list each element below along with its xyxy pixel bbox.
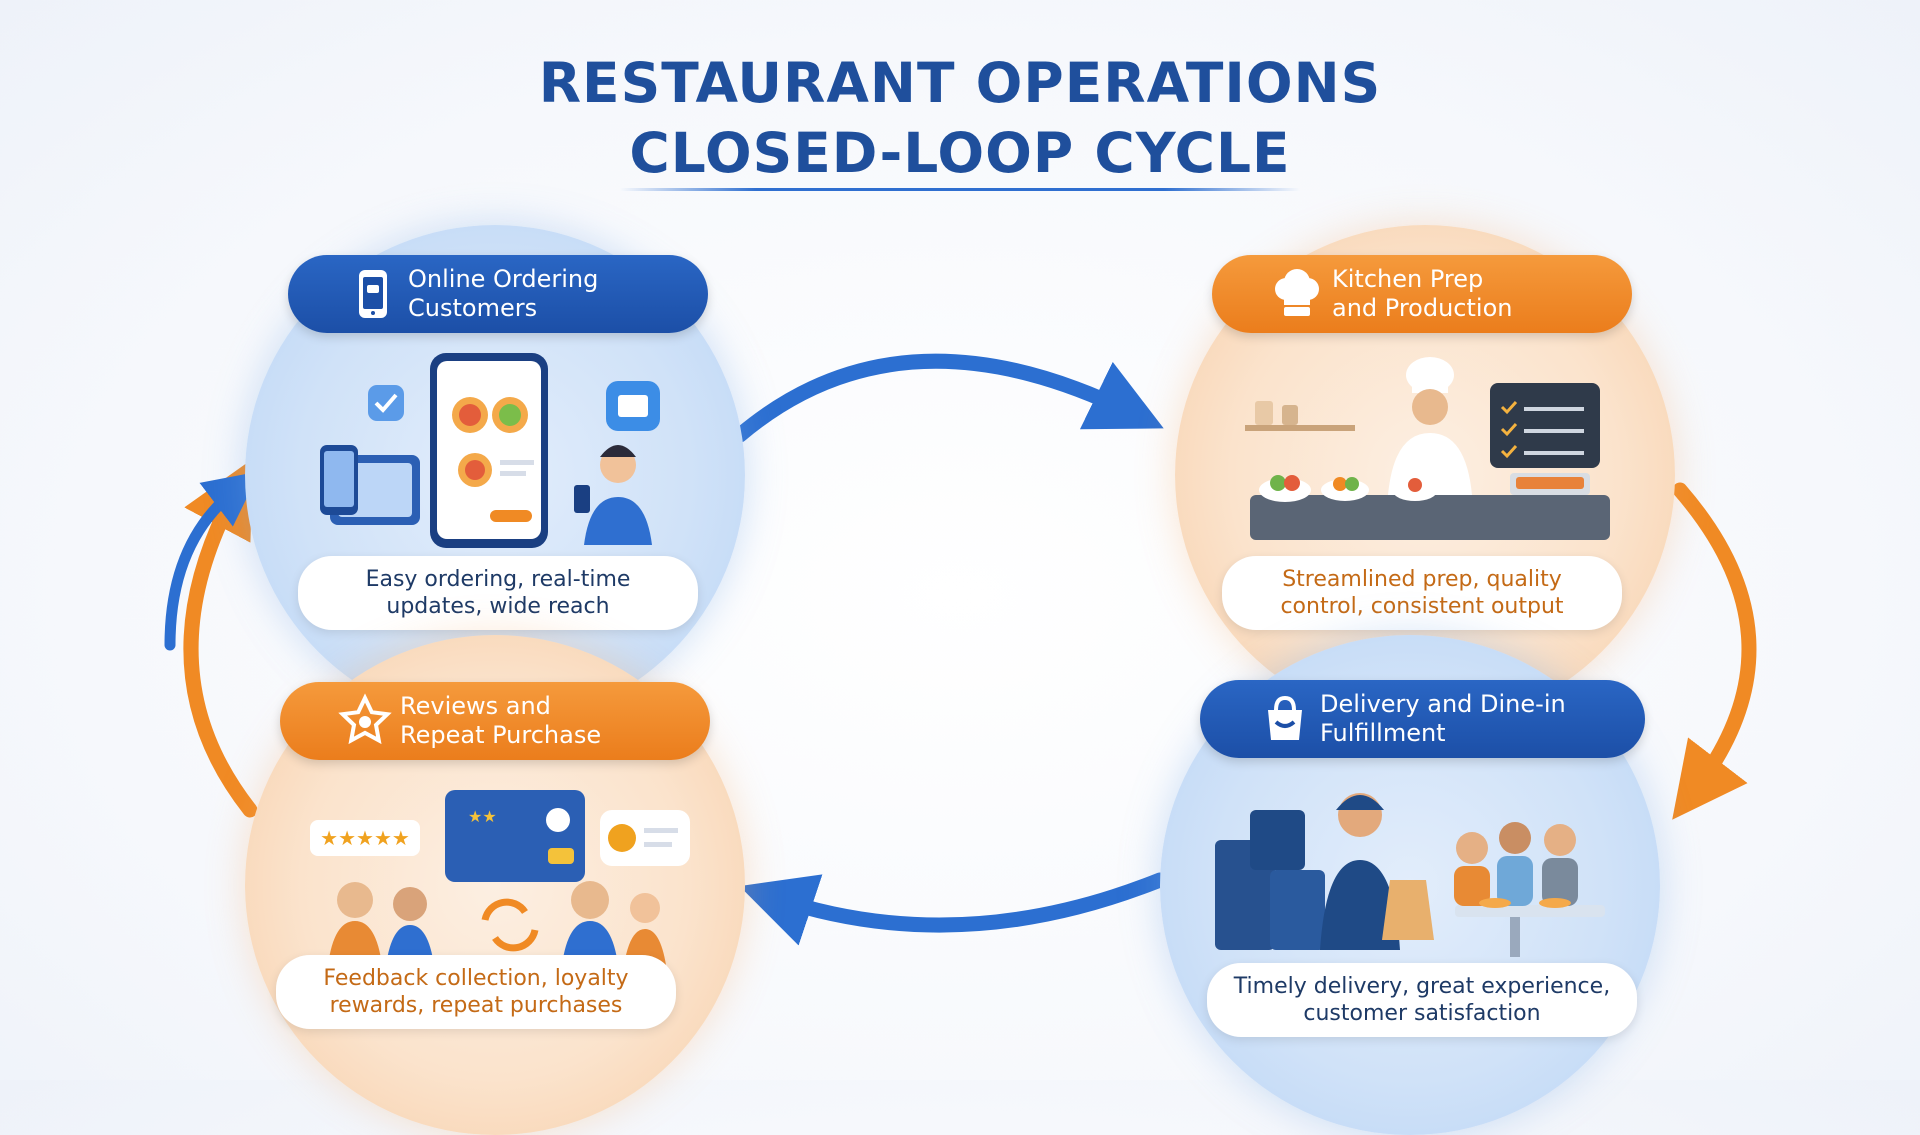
- menu-board-illustration: [1490, 383, 1600, 468]
- delivery-dinein-illustration: [1215, 793, 1605, 957]
- stage-header-online-ordering: Online Ordering Customers: [288, 255, 708, 333]
- stage-title-kitchen-prep: Kitchen Prep and Production: [1332, 265, 1513, 322]
- paper-bag-illustration: [1382, 880, 1434, 940]
- star-icon: [338, 693, 392, 745]
- stage-title-reviews-repeat: Reviews and Repeat Purchase: [400, 692, 602, 749]
- stage-header-kitchen-prep: Kitchen Prep and Production: [1212, 255, 1632, 333]
- kitchen-prep-illustration: [1245, 357, 1610, 540]
- arrow-reviews-to-ordering: [183, 458, 258, 818]
- reviews-repeat-illustration: ★★★★★ ★★: [310, 790, 690, 965]
- stage-desc-delivery-dinein: Timely delivery, great experience, custo…: [1207, 963, 1637, 1037]
- arrow-ordering-to-kitchen: [732, 353, 1164, 443]
- dining-table-illustration: [1455, 905, 1605, 917]
- rating-card-illustration: [310, 820, 420, 856]
- title-line-2: CLOSED-LOOP CYCLE: [629, 121, 1291, 185]
- repeat-cycle-illustration: [481, 898, 528, 921]
- stage-desc-kitchen-prep: Streamlined prep, quality control, consi…: [1222, 556, 1622, 630]
- svg-text:★★: ★★: [468, 807, 497, 826]
- stage-header-delivery-dinein: Delivery and Dine-in Fulfillment: [1200, 680, 1645, 758]
- kitchen-counter-illustration: [1250, 495, 1610, 540]
- stage-header-reviews-repeat: Reviews and Repeat Purchase: [280, 682, 710, 760]
- arrow-kitchen-to-delivery: [1672, 482, 1757, 820]
- arrow-delivery-to-reviews: [739, 872, 1168, 946]
- stage-desc-reviews-repeat: Feedback collection, loyalty rewards, re…: [276, 955, 676, 1029]
- chef-hat-icon: [1275, 269, 1319, 316]
- arrow-start-to-ordering: [164, 471, 260, 651]
- shopping-bag-icon: [1268, 695, 1302, 740]
- stage-title-delivery-dinein: Delivery and Dine-in Fulfillment: [1320, 690, 1566, 747]
- online-ordering-illustration: [320, 353, 660, 548]
- title-line-1: RESTAURANT OPERATIONS: [538, 51, 1382, 115]
- checklist-app-icon: [368, 385, 404, 421]
- title-divider: [620, 188, 1300, 191]
- loyalty-card-illustration: [445, 790, 585, 882]
- customer-group-illustration: [337, 882, 373, 918]
- diner-illustration: [1456, 832, 1488, 864]
- cycle-arrows: [164, 353, 1757, 946]
- feedback-bubble-illustration: [600, 810, 690, 866]
- page-title: RESTAURANT OPERATIONS CLOSED-LOOP CYCLE: [0, 48, 1920, 188]
- stage-title-online-ordering: Online Ordering Customers: [408, 265, 599, 322]
- stage-desc-online-ordering: Easy ordering, real-time updates, wide r…: [298, 556, 698, 630]
- smartphone-icon: [359, 270, 387, 318]
- svg-text:★★★★★: ★★★★★: [320, 826, 410, 850]
